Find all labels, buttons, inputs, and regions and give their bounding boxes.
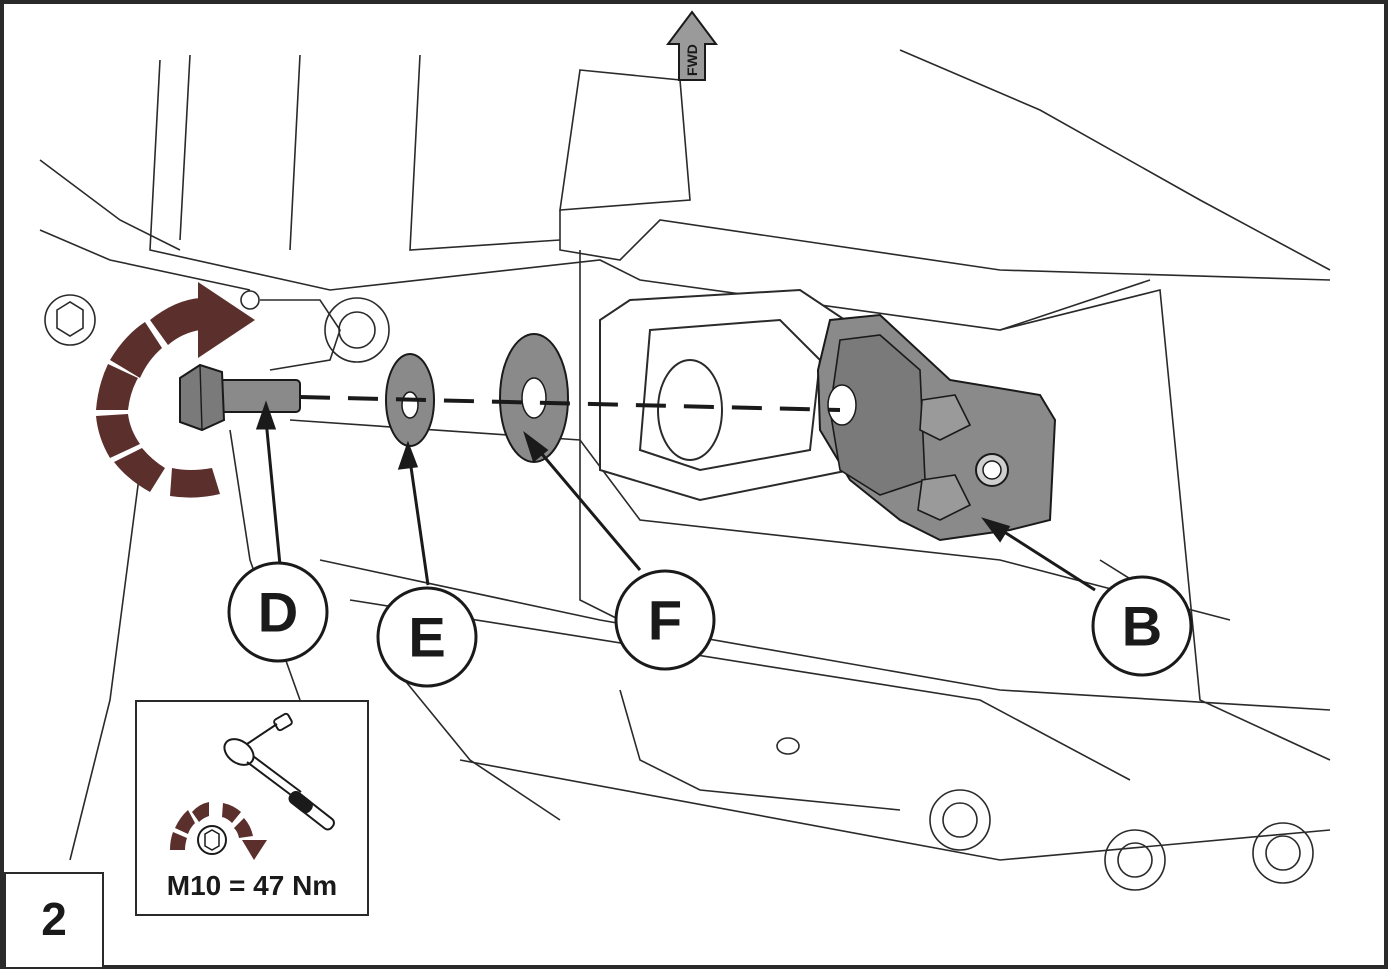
callout-d-label: D	[258, 581, 298, 644]
torque-spec-label: M10 = 47 Nm	[166, 870, 338, 901]
frame-holes	[44, 290, 1314, 891]
step-number-box: 2	[4, 872, 104, 969]
callout-f: F	[614, 569, 716, 671]
spacer-icon	[499, 333, 569, 463]
step-number: 2	[41, 893, 67, 945]
torque-wrench-icon	[170, 712, 335, 860]
fwd-label: FWD	[684, 44, 700, 76]
vehicle-frame-lines	[39, 49, 1331, 861]
callout-d: D	[227, 561, 329, 663]
rotation-arrow-icon	[96, 282, 255, 498]
callout-e: E	[376, 586, 478, 688]
callout-b-label: B	[1122, 595, 1162, 658]
bracket-icon	[816, 313, 1057, 542]
torque-spec-box: M10 = 47 Nm	[135, 700, 369, 916]
fwd-arrow-icon: FWD	[666, 10, 718, 81]
control-arm	[599, 288, 862, 502]
callout-f-label: F	[648, 589, 682, 652]
callout-e-label: E	[408, 606, 445, 669]
assembly-axis-line	[299, 395, 841, 412]
hex-bolt-icon	[179, 363, 301, 432]
callout-b: B	[1091, 575, 1193, 677]
callout-leaders	[255, 400, 1096, 592]
